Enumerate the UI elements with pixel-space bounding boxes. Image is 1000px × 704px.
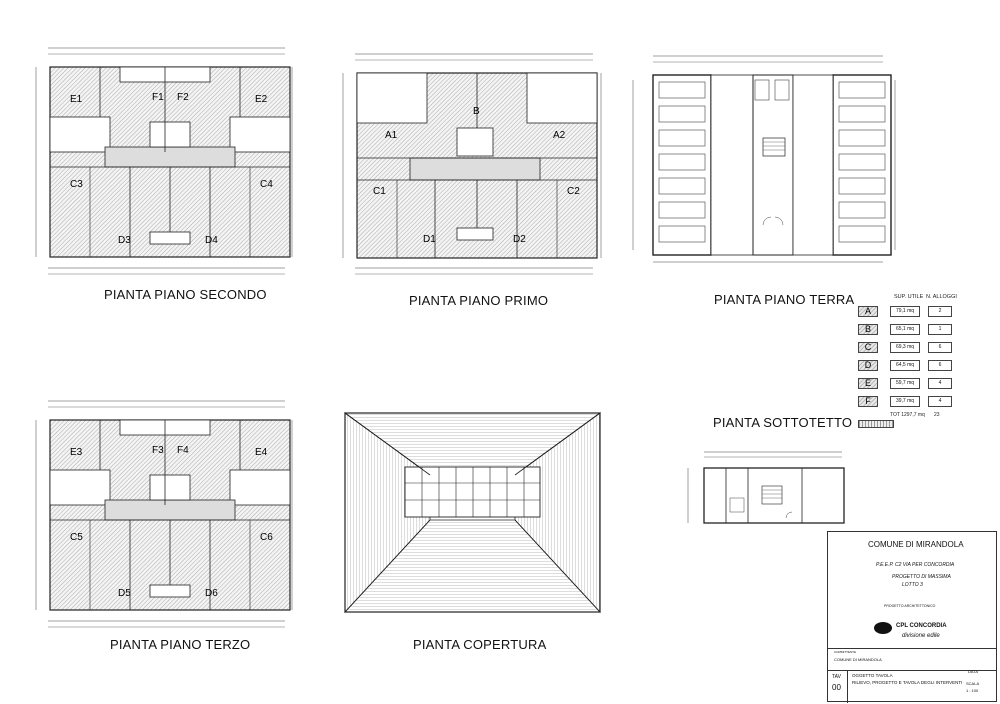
title-progetto-architettonico: PROGETTO ARCHITETTONICO: [884, 604, 936, 608]
caption-sottotetto: PIANTA SOTTOTETTO: [713, 415, 853, 430]
unit-label-d5: D5: [118, 588, 131, 599]
committente-label: COMMITTENTE: [834, 650, 856, 654]
unit-label-c6: C6: [260, 532, 273, 543]
floor-plan-terra-drawing: [632, 55, 896, 263]
legend-total-n: 23: [934, 412, 940, 418]
legend-swatch: A: [858, 306, 878, 317]
title-lotto: LOTTO 3: [902, 582, 923, 588]
legend-row-d: D 64,5 mq 6: [858, 360, 968, 372]
legend-row-f: F 39,7 mq 4: [858, 396, 968, 408]
unit-label-e3: E3: [70, 447, 83, 458]
legend-swatch: E: [858, 378, 878, 389]
unit-label-f3: F3: [152, 445, 164, 456]
caption-copertura: PIANTA COPERTURA: [413, 637, 547, 652]
unit-label-c2: C2: [567, 186, 580, 197]
unit-label-d2: D2: [513, 234, 526, 245]
title-peep: P.E.E.P. C2 VIA PER CONCORDIA: [876, 562, 955, 568]
legend-header-sup: SUP. UTILE: [894, 294, 924, 300]
title-block: COMUNE DI MIRANDOLA P.E.E.P. C2 VIA PER …: [827, 531, 997, 703]
legend-total-sup: TOT 1297,7 mq: [890, 412, 925, 418]
legend-common-area-swatch: [858, 420, 894, 428]
unit-label-f4: F4: [177, 445, 189, 456]
unit-label-d3: D3: [118, 235, 131, 246]
unit-label-e1: E1: [70, 94, 83, 105]
attic-plan-drawing: [687, 451, 845, 524]
legend-n: 1: [928, 324, 952, 335]
legend-sup: 69,3 mq: [890, 342, 920, 353]
unit-label-c4: C4: [260, 179, 273, 190]
unit-label-a1: A1: [385, 130, 398, 141]
legend-n: 6: [928, 360, 952, 371]
unit-label-d6: D6: [205, 588, 218, 599]
floor-plan-terzo: E3 F3 F4 E4 C5 C6 D5 D6: [30, 395, 300, 633]
unit-label-c3: C3: [70, 179, 83, 190]
title-progetto: PROGETTO DI MASSIMA: [892, 574, 951, 580]
cpl-logo-icon: [874, 622, 892, 634]
legend-swatch: F: [858, 396, 878, 407]
legend-n: 4: [928, 396, 952, 407]
tav-box: TAV 00: [828, 670, 848, 703]
legend-sup: 79,1 mq: [890, 306, 920, 317]
legend-n: 4: [928, 378, 952, 389]
unit-label-c5: C5: [70, 532, 83, 543]
attic-plan: [682, 448, 852, 530]
tav-label: TAV: [832, 674, 841, 680]
unit-label-e4: E4: [255, 447, 268, 458]
caption-piano-terzo: PIANTA PIANO TERZO: [110, 637, 251, 652]
cpl-logo-subtext: divisione edile: [902, 633, 940, 639]
legend-swatch: B: [858, 324, 878, 335]
legend-swatch: C: [858, 342, 878, 353]
roof-plan-drawing: [343, 412, 602, 614]
legend-row-e: E 59,7 mq 4: [858, 378, 968, 390]
legend-swatch: D: [858, 360, 878, 371]
unit-label-a2: A2: [553, 130, 566, 141]
roof-plan: [335, 405, 610, 620]
unit-label-d4: D4: [205, 235, 218, 246]
unit-label-f1: F1: [152, 92, 164, 103]
legend-sup: 65,1 mq: [890, 324, 920, 335]
floor-plan-secondo: E1 F1 F2 E2 C3 C4 D3 D4: [30, 42, 300, 280]
legend-row-c: C 69,3 mq 6: [858, 342, 968, 354]
legend-sup: 59,7 mq: [890, 378, 920, 389]
legend-n: 6: [928, 342, 952, 353]
legend-row-a: A 79,1 mq 2: [858, 306, 968, 318]
cpl-logo: CPL CONCORDIA divisione edile: [874, 620, 974, 646]
unit-label-b: B: [473, 106, 480, 117]
legend-header-n: N. ALLOGGI: [926, 294, 957, 300]
committente-value: COMUNE DI MIRANDOLA: [834, 657, 882, 662]
floor-plan-terzo-drawing: E3 F3 F4 E4 C5 C6 D5 D6: [35, 400, 293, 628]
unit-label-d1: D1: [423, 234, 436, 245]
title-comune: COMUNE DI MIRANDOLA: [868, 540, 964, 549]
floor-plan-terra: [625, 50, 905, 272]
caption-piano-secondo: PIANTA PIANO SECONDO: [104, 287, 267, 302]
unit-label-f2: F2: [177, 92, 189, 103]
oggetto-value: RILIEVO, PROGETTO E TAVOLA DEGLI INTERVE…: [852, 680, 963, 685]
floor-plan-primo: A1 B A2 C1 C2 D1 D2: [335, 48, 610, 280]
floor-plan-secondo-drawing: E1 F1 F2 E2 C3 C4 D3 D4: [35, 47, 293, 275]
cpl-logo-text: CPL CONCORDIA: [896, 623, 947, 629]
legend-sup: 64,5 mq: [890, 360, 920, 371]
legend-sup: 39,7 mq: [890, 396, 920, 407]
oggetto-label: OGGETTO TAVOLA: [852, 673, 893, 678]
caption-piano-terra: PIANTA PIANO TERRA: [714, 292, 855, 307]
scala-label: SCALA: [966, 681, 980, 686]
data-label: DATA: [968, 669, 979, 674]
unit-label-e2: E2: [255, 94, 268, 105]
legend-row-b: B 65,1 mq 1: [858, 324, 968, 336]
caption-piano-primo: PIANTA PIANO PRIMO: [409, 293, 549, 308]
floor-plan-primo-drawing: A1 B A2 C1 C2 D1 D2: [342, 53, 602, 275]
legend-n: 2: [928, 306, 952, 317]
scala-value: 1 : 100: [966, 688, 979, 693]
unit-label-c1: C1: [373, 186, 386, 197]
tav-number: 00: [832, 683, 841, 692]
